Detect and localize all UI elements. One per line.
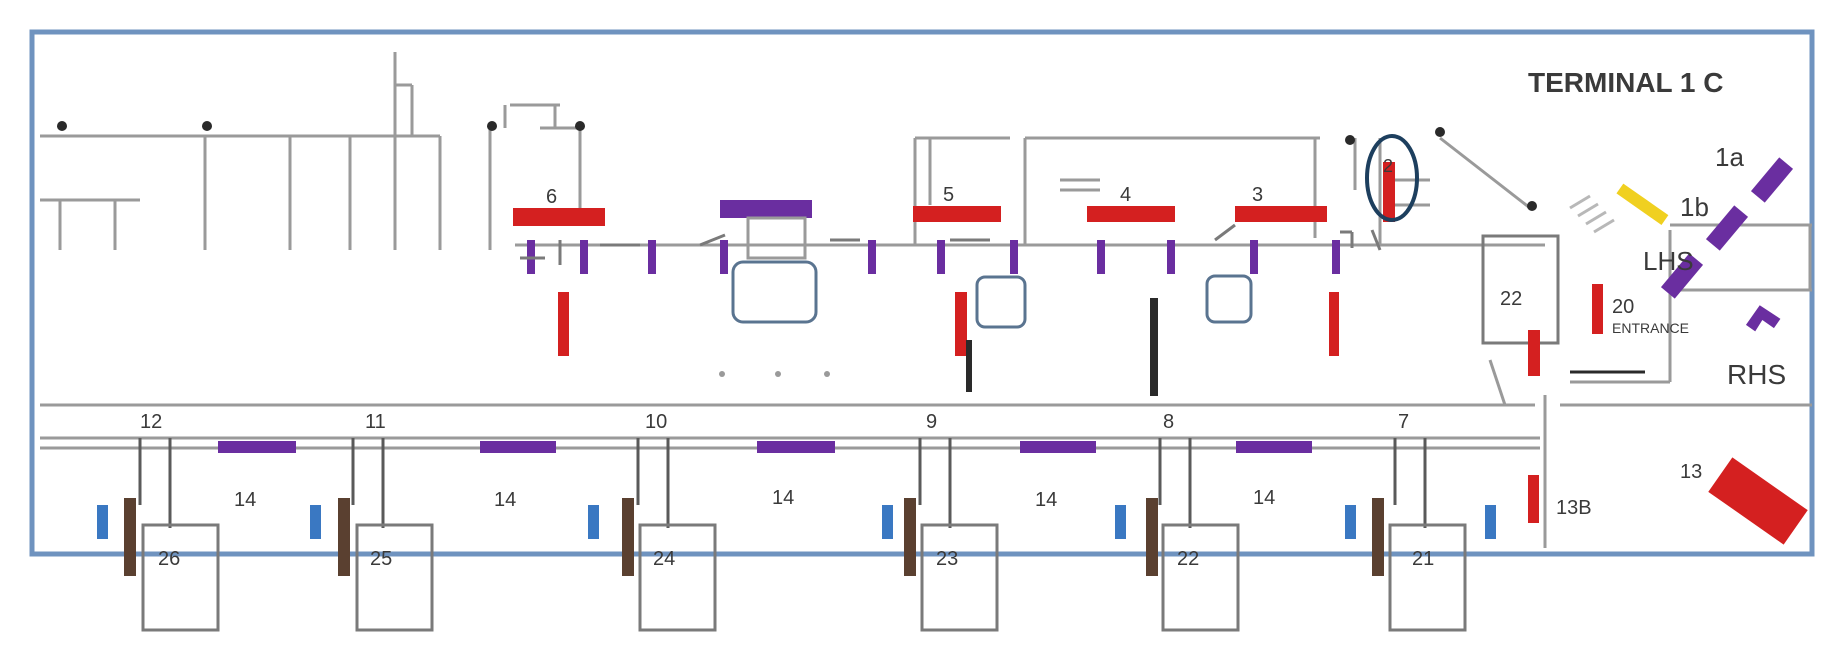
rhs-label: RHS (1727, 359, 1786, 390)
gap-14-label-c: 14 (772, 487, 794, 509)
stand-13-label: 13 (1680, 461, 1702, 483)
black-post-4 (1150, 298, 1158, 396)
stand-9-label: 9 (926, 411, 937, 433)
gap-14-label-d: 14 (1035, 489, 1057, 511)
lower-gate-lines (138, 438, 1427, 528)
stand-13b-bar (1528, 475, 1539, 523)
striped-walkway (1569, 194, 1615, 234)
lhs-bar (1660, 253, 1704, 299)
purple-top-bar (720, 200, 812, 218)
brown-posts (124, 498, 1384, 576)
box-22 (1481, 234, 1560, 345)
red-post-3 (1329, 292, 1339, 356)
stand-12-label: 12 (140, 411, 162, 433)
lower-purple-bars (218, 441, 1312, 453)
gap-14-label-e: 14 (1253, 487, 1275, 509)
central-kiosk-box (731, 260, 818, 324)
upper-stand-bars (513, 162, 1395, 226)
stand-4-label: 4 (1120, 184, 1131, 206)
stand-5-label: 5 (943, 184, 954, 206)
stand-2-highlight (1365, 134, 1419, 222)
stand-2-bar (1383, 162, 1395, 222)
box-22b-label: 22 (1177, 548, 1199, 570)
stand-4-bar (1087, 206, 1175, 222)
stand-1a-bar (1750, 157, 1794, 203)
red-post-6 (558, 292, 569, 356)
upper-wall-lines (40, 52, 1531, 250)
kiosk-box-5 (975, 275, 1027, 329)
stand-2-label: 2 (1383, 156, 1393, 176)
kiosk-box-3 (1205, 274, 1253, 324)
gap-14-label-a: 14 (234, 489, 256, 511)
apron-stubs (520, 223, 1382, 265)
red-post-5 (955, 292, 967, 356)
stand-5-bar (913, 206, 1001, 222)
corridor-lines (40, 223, 1812, 548)
stand-10-label: 10 (645, 411, 667, 433)
stand-6-label: 6 (546, 186, 557, 208)
stand-20-bar (1592, 284, 1603, 334)
stand-6-bar (513, 208, 605, 226)
yellow-bar (1616, 183, 1669, 225)
stand-3-label: 3 (1252, 184, 1263, 206)
stand-1a-label: 1a (1715, 142, 1744, 172)
junction-dots (57, 121, 1537, 211)
lhs-label: LHS (1643, 246, 1694, 276)
terminal-title: TERMINAL 1 C (1528, 67, 1724, 98)
stand-3-bar (1235, 206, 1327, 222)
stand-13b-label: 13B (1556, 497, 1592, 519)
central-kiosk-top (746, 216, 807, 260)
blue-markers (97, 505, 1496, 539)
gap-14-label-b: 14 (494, 489, 516, 511)
stand-13-bar (1708, 457, 1808, 545)
black-post-5 (966, 340, 972, 392)
stand-7-label: 7 (1398, 411, 1409, 433)
rhs-marker (1745, 305, 1781, 332)
box-24-label: 24 (653, 548, 675, 570)
entrance-label: ENTRANCE (1612, 320, 1689, 336)
stand-1b-bar (1705, 205, 1749, 251)
red-post-22 (1528, 330, 1540, 376)
box-25-label: 25 (370, 548, 392, 570)
box-26-label: 26 (158, 548, 180, 570)
lower-boxes (141, 523, 1467, 632)
box-23-label: 23 (936, 548, 958, 570)
stand-11-label: 11 (365, 411, 386, 433)
box-22-label: 22 (1500, 288, 1522, 310)
stand-1b-label: 1b (1680, 192, 1709, 222)
stand-20-label: 20 (1612, 296, 1634, 318)
box-21-label: 21 (1412, 548, 1434, 570)
kiosk-dots (719, 371, 830, 377)
stand-8-label: 8 (1163, 411, 1174, 433)
